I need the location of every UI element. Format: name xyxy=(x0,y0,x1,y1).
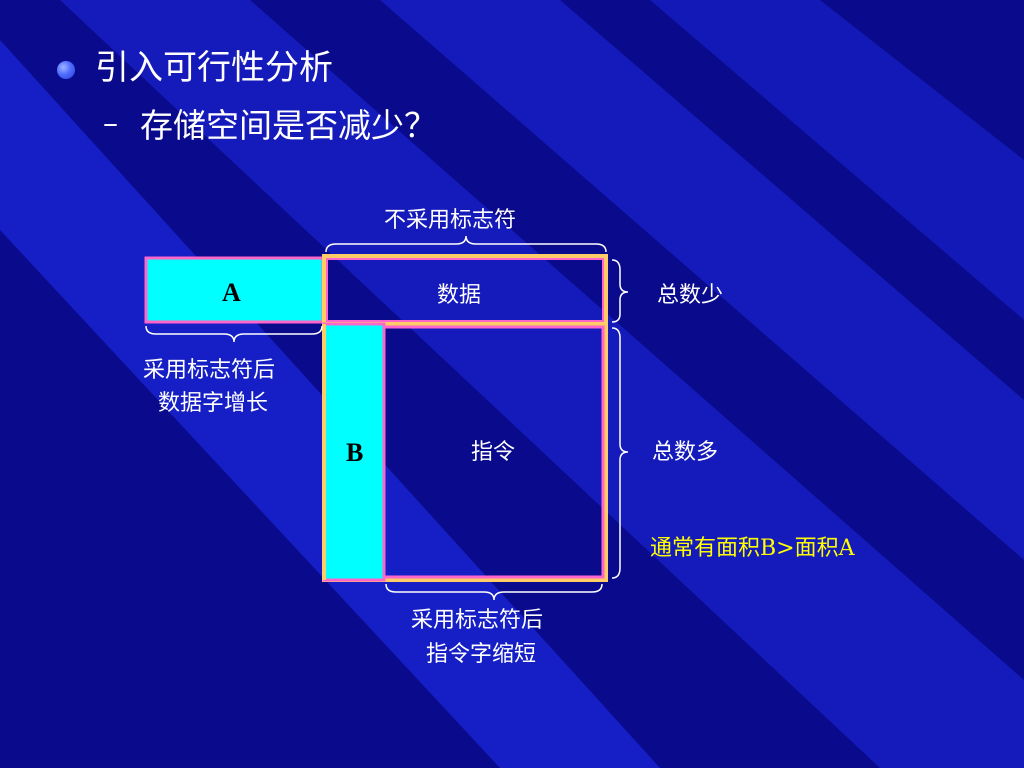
box-a-label: A xyxy=(222,278,241,307)
right-bottom-label: 总数多 xyxy=(652,440,719,465)
bullet-dot-icon xyxy=(57,61,75,79)
bottom-brace xyxy=(385,583,603,601)
bottom-note-line2: 指令字缩短 xyxy=(426,642,537,667)
left-note-line2: 数据字增长 xyxy=(158,391,269,416)
data-label: 数据 xyxy=(437,283,482,308)
conclusion-text: 通常有面积B>面积A xyxy=(650,536,855,561)
top-brace xyxy=(325,235,607,253)
left-note-line1: 采用标志符后 xyxy=(143,358,276,383)
sub-bullet-text: 存储空间是否减少？ xyxy=(140,106,437,145)
sub-bullet-dash: – xyxy=(103,106,118,141)
box-a xyxy=(144,256,325,324)
top-label: 不采用标志符 xyxy=(384,208,517,233)
right-bottom-brace xyxy=(611,327,629,579)
right-top-brace xyxy=(611,259,629,323)
bullet-heading: 引入可行性分析 xyxy=(95,48,333,88)
right-top-label: 总数少 xyxy=(657,283,724,308)
bottom-note-line1: 采用标志符后 xyxy=(411,608,544,633)
instr-label: 指令 xyxy=(471,440,516,465)
box-b xyxy=(322,322,386,582)
box-b-label: B xyxy=(346,438,364,467)
left-brace xyxy=(145,325,323,343)
